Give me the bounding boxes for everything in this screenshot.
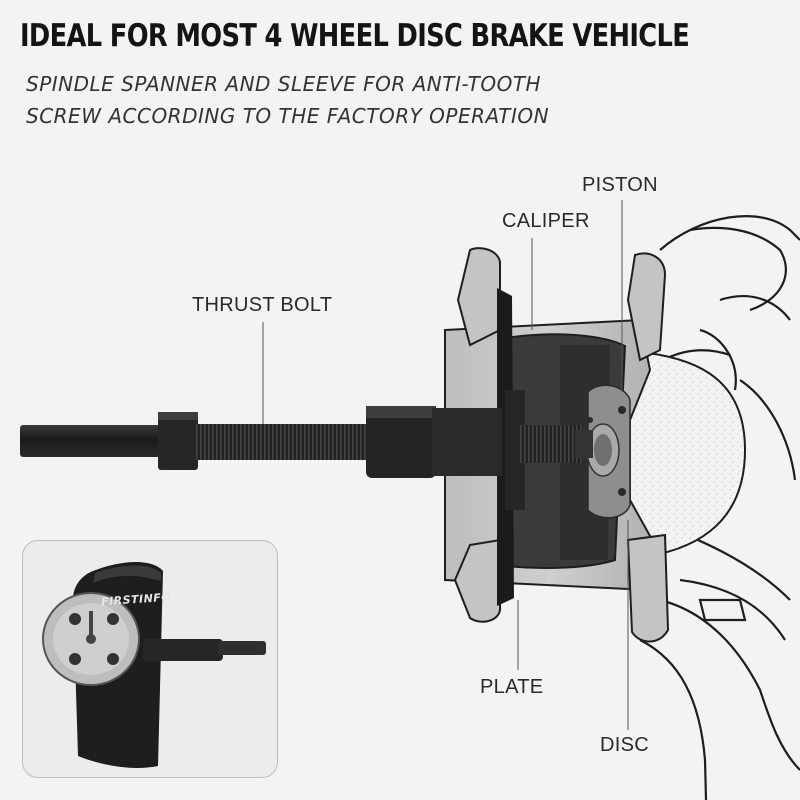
label-plate: PLATE	[480, 676, 544, 698]
caliper-arm-top-left	[456, 247, 501, 347]
subtitle-line-2: SCREW ACCORDING TO THE FACTORY OPERATION	[26, 104, 550, 128]
inset-product-photo: FIRSTINFO	[22, 540, 278, 778]
caliper-arm-top-right	[626, 252, 667, 362]
caliper-arm-bottom-left	[453, 538, 501, 623]
inset-tool-illustration	[42, 562, 266, 768]
label-caliper: CALIPER	[502, 210, 590, 232]
caliper-arm-bottom-right	[626, 533, 670, 643]
subtitle-line-1: SPINDLE SPANNER AND SLEEVE FOR ANTI-TOOT…	[26, 72, 542, 96]
label-piston: PISTON	[582, 174, 658, 196]
leader-lines	[262, 200, 629, 730]
label-disc: DISC	[600, 734, 649, 756]
label-thrust-bolt: THRUST BOLT	[192, 294, 333, 316]
thrust-bolt	[20, 406, 593, 478]
page-title: IDEAL FOR MOST 4 WHEEL DISC BRAKE VEHICL…	[20, 18, 690, 54]
